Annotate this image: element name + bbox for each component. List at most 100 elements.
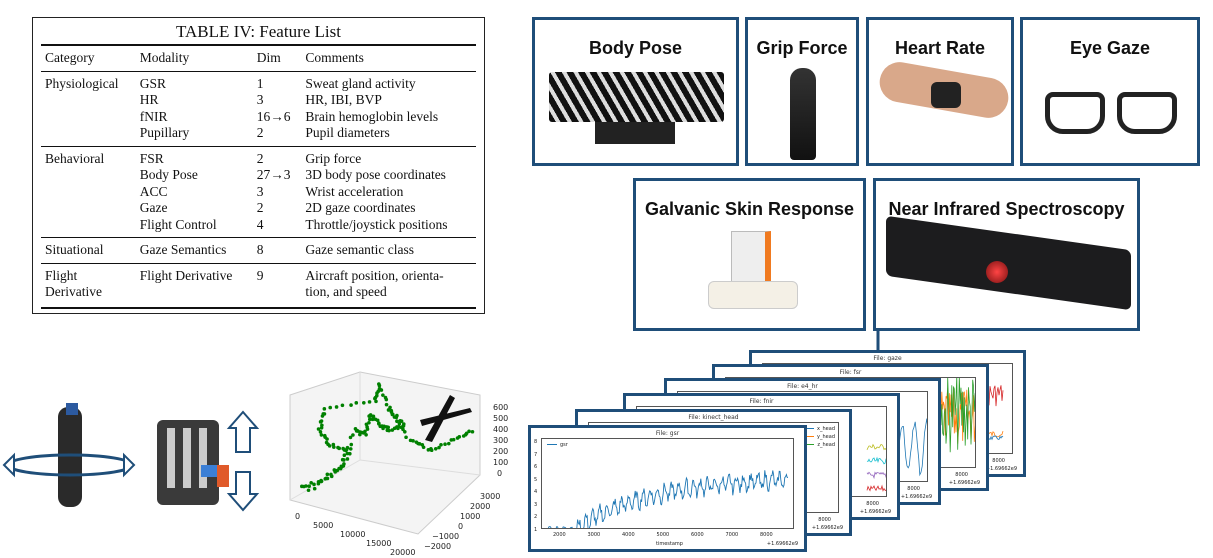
trajectory-point xyxy=(470,429,475,434)
trajectory-point xyxy=(399,419,404,423)
series-line xyxy=(547,470,789,537)
file-plot-title: File: e4_hr xyxy=(787,383,818,390)
category-cell: Behavioral xyxy=(45,150,105,166)
trajectory-point xyxy=(324,440,329,445)
sensor-label: Heart Rate xyxy=(894,38,986,58)
y-tick: 3000 xyxy=(480,492,501,501)
sensor-nirs: Near Infrared Spectroscopy xyxy=(873,178,1140,331)
col-header: Category xyxy=(45,50,95,65)
z-tick: 200 xyxy=(493,447,509,456)
trajectory-point xyxy=(429,448,434,453)
trajectory-point xyxy=(379,388,384,392)
x-offset: +1.69662e9 xyxy=(985,466,1017,472)
series-line xyxy=(866,484,908,493)
x-tick: 2000 xyxy=(553,532,566,538)
x-tick: 8000 xyxy=(992,458,1005,464)
trajectory-point xyxy=(345,445,350,450)
joystick-image xyxy=(790,68,816,160)
table-cell: Throttle/joystick positions xyxy=(305,216,448,232)
glasses-image xyxy=(1045,92,1105,134)
table-cell: FSR xyxy=(139,150,164,166)
trajectory-point xyxy=(384,402,389,407)
x-offset: +1.69662e9 xyxy=(859,509,891,515)
z-tick: 500 xyxy=(493,414,509,423)
category-cell xyxy=(41,184,136,201)
x-tick: 5000 xyxy=(313,521,334,530)
table-cell: 8 xyxy=(256,242,264,257)
sensor-heart-rate: Heart Rate xyxy=(866,17,1014,166)
trajectory-point xyxy=(340,457,345,462)
z-tick: 400 xyxy=(493,425,509,434)
trajectory-point xyxy=(351,433,355,437)
trajectory-point xyxy=(381,393,385,397)
category-cell: Derivative xyxy=(45,284,102,299)
table-cell: 4 xyxy=(256,216,264,232)
legend-swatch xyxy=(804,435,815,438)
trajectory-point xyxy=(329,472,333,477)
table-cell: 2D gaze coordinates xyxy=(305,200,416,215)
trajectory-point xyxy=(385,428,390,433)
wristband-image xyxy=(931,82,961,108)
y-tick: 3 xyxy=(534,501,538,508)
trajectory-point xyxy=(451,437,456,442)
category-cell: Situational xyxy=(45,242,104,257)
trajectory-point xyxy=(322,433,327,438)
table-cell: 2 xyxy=(256,125,264,140)
trajectory-point xyxy=(316,427,321,431)
throttle-illustration xyxy=(157,410,260,512)
trajectory-point xyxy=(312,482,316,487)
table-cell: tion, and speed xyxy=(305,284,387,299)
series-line xyxy=(866,471,908,480)
legend-swatch xyxy=(547,443,557,446)
table-cell: Sweat gland activity xyxy=(305,75,416,91)
y-tick: 7 xyxy=(534,451,538,458)
table-cell: 16→6 xyxy=(256,108,291,124)
down-arrow-icon xyxy=(226,471,260,512)
y-tick: 4 xyxy=(534,489,538,495)
x-tick: 5000 xyxy=(656,532,670,538)
feature-list: Category Modality Dim Comments Physiolog… xyxy=(41,44,476,310)
y-tick: 8 xyxy=(534,439,538,445)
trajectory-point xyxy=(316,479,321,484)
x-tick: 8000 xyxy=(818,517,831,523)
trajectory-point xyxy=(319,433,324,437)
kinect-image xyxy=(549,72,724,122)
kinect-base xyxy=(595,122,675,144)
trajectory-point xyxy=(331,442,336,447)
trajectory-point xyxy=(318,430,323,434)
col-header: Modality xyxy=(139,50,190,65)
x-tick: 8000 xyxy=(760,532,773,538)
table-cell: Flight Control xyxy=(139,216,217,232)
x-tick: 4000 xyxy=(622,532,635,538)
z-tick: 600 xyxy=(493,403,509,412)
trajectory-point xyxy=(345,457,350,461)
plot-lines xyxy=(547,470,789,537)
glasses-lens-right xyxy=(1117,92,1177,134)
file-plot-title: File: gsr xyxy=(655,430,680,437)
trajectory-point xyxy=(334,405,339,409)
table-cell: Aircraft position, orienta- xyxy=(305,267,444,283)
table-cell: 9 xyxy=(256,267,264,283)
trajectory-point xyxy=(390,412,395,417)
y-tick: 2000 xyxy=(470,502,491,511)
trajectory-point xyxy=(322,412,327,416)
gsr-device-image xyxy=(731,231,771,286)
x-tick: 8000 xyxy=(866,501,879,507)
legend-entry: gsr xyxy=(547,442,568,448)
table-cell: Grip force xyxy=(305,150,362,166)
trajectory-point xyxy=(404,435,408,440)
trajectory-point xyxy=(467,429,471,434)
trajectory-point xyxy=(457,434,462,439)
trajectory-point xyxy=(309,481,313,485)
sensor-label: Body Pose xyxy=(588,38,683,58)
sensor-gsr: Galvanic Skin Response xyxy=(633,178,866,331)
gsr-base-image xyxy=(708,281,798,309)
series-line xyxy=(866,456,908,465)
feature-table: TABLE IV: Feature List Category Modality… xyxy=(32,17,485,314)
file-plot-title: File: gaze xyxy=(873,355,902,362)
